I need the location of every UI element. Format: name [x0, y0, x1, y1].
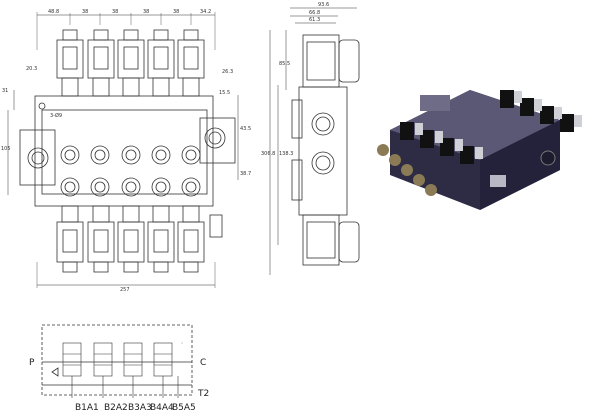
dim-right-c: 38.7 — [240, 171, 251, 177]
port-c-label: C — [200, 358, 206, 368]
upper-solenoids — [56, 29, 205, 97]
port-b2a2-label: B2A2 — [104, 403, 128, 413]
side-view — [269, 7, 360, 275]
dim-top-6: 34.2 — [200, 9, 211, 15]
dim-right-a: 15.5 — [219, 90, 230, 96]
valve-3d-render — [377, 90, 582, 210]
dim-side-top-1: 93.6 — [318, 2, 329, 8]
dim-top-5: 38 — [173, 9, 179, 15]
dim-left-mid: 31 — [2, 88, 8, 94]
port-t2-label: T2 — [197, 389, 209, 399]
dim-top-3: 38 — [112, 9, 118, 15]
dim-top-1: 48.8 — [48, 9, 59, 15]
dim-top-2: 38 — [82, 9, 88, 15]
dim-side-top-2: 66.8 — [309, 10, 320, 16]
port-b1a1-label: B1A1 — [75, 403, 99, 413]
work-ports — [60, 145, 201, 197]
dim-bottom: 257 — [120, 287, 130, 293]
dim-top-4: 38 — [143, 9, 149, 15]
port-b3a3-label: B3A3 — [128, 403, 152, 413]
port-b4a4-label: B4A4 — [150, 403, 174, 413]
dim-side-top-3: 61.3 — [309, 17, 320, 23]
dim-left-lower: 105 — [1, 146, 11, 152]
lower-solenoids — [56, 205, 205, 273]
dim-side-main: 306.8 — [261, 151, 275, 157]
front-view — [7, 12, 239, 288]
dimension-labels: 48.8 38 38 38 38 34.2 20.3 31 105 3-Ø9 2… — [1, 2, 329, 293]
port-p-label: P — [29, 358, 35, 368]
dim-left-upper: 20.3 — [26, 66, 37, 72]
schematic-labels: P C T2 B1A1 B2A2 B3A3 B4A4 B5A5 — [29, 358, 209, 413]
port-b5a5-label: B5A5 — [172, 403, 196, 413]
hole-label: 3-Ø9 — [50, 112, 62, 119]
dim-side-upper: 85.5 — [279, 61, 290, 67]
dim-right-b: 43.5 — [240, 126, 251, 132]
hydraulic-schematic — [41, 324, 193, 398]
dim-right-top: 26.3 — [222, 69, 233, 75]
dim-side-mid: 138.3 — [279, 151, 293, 157]
